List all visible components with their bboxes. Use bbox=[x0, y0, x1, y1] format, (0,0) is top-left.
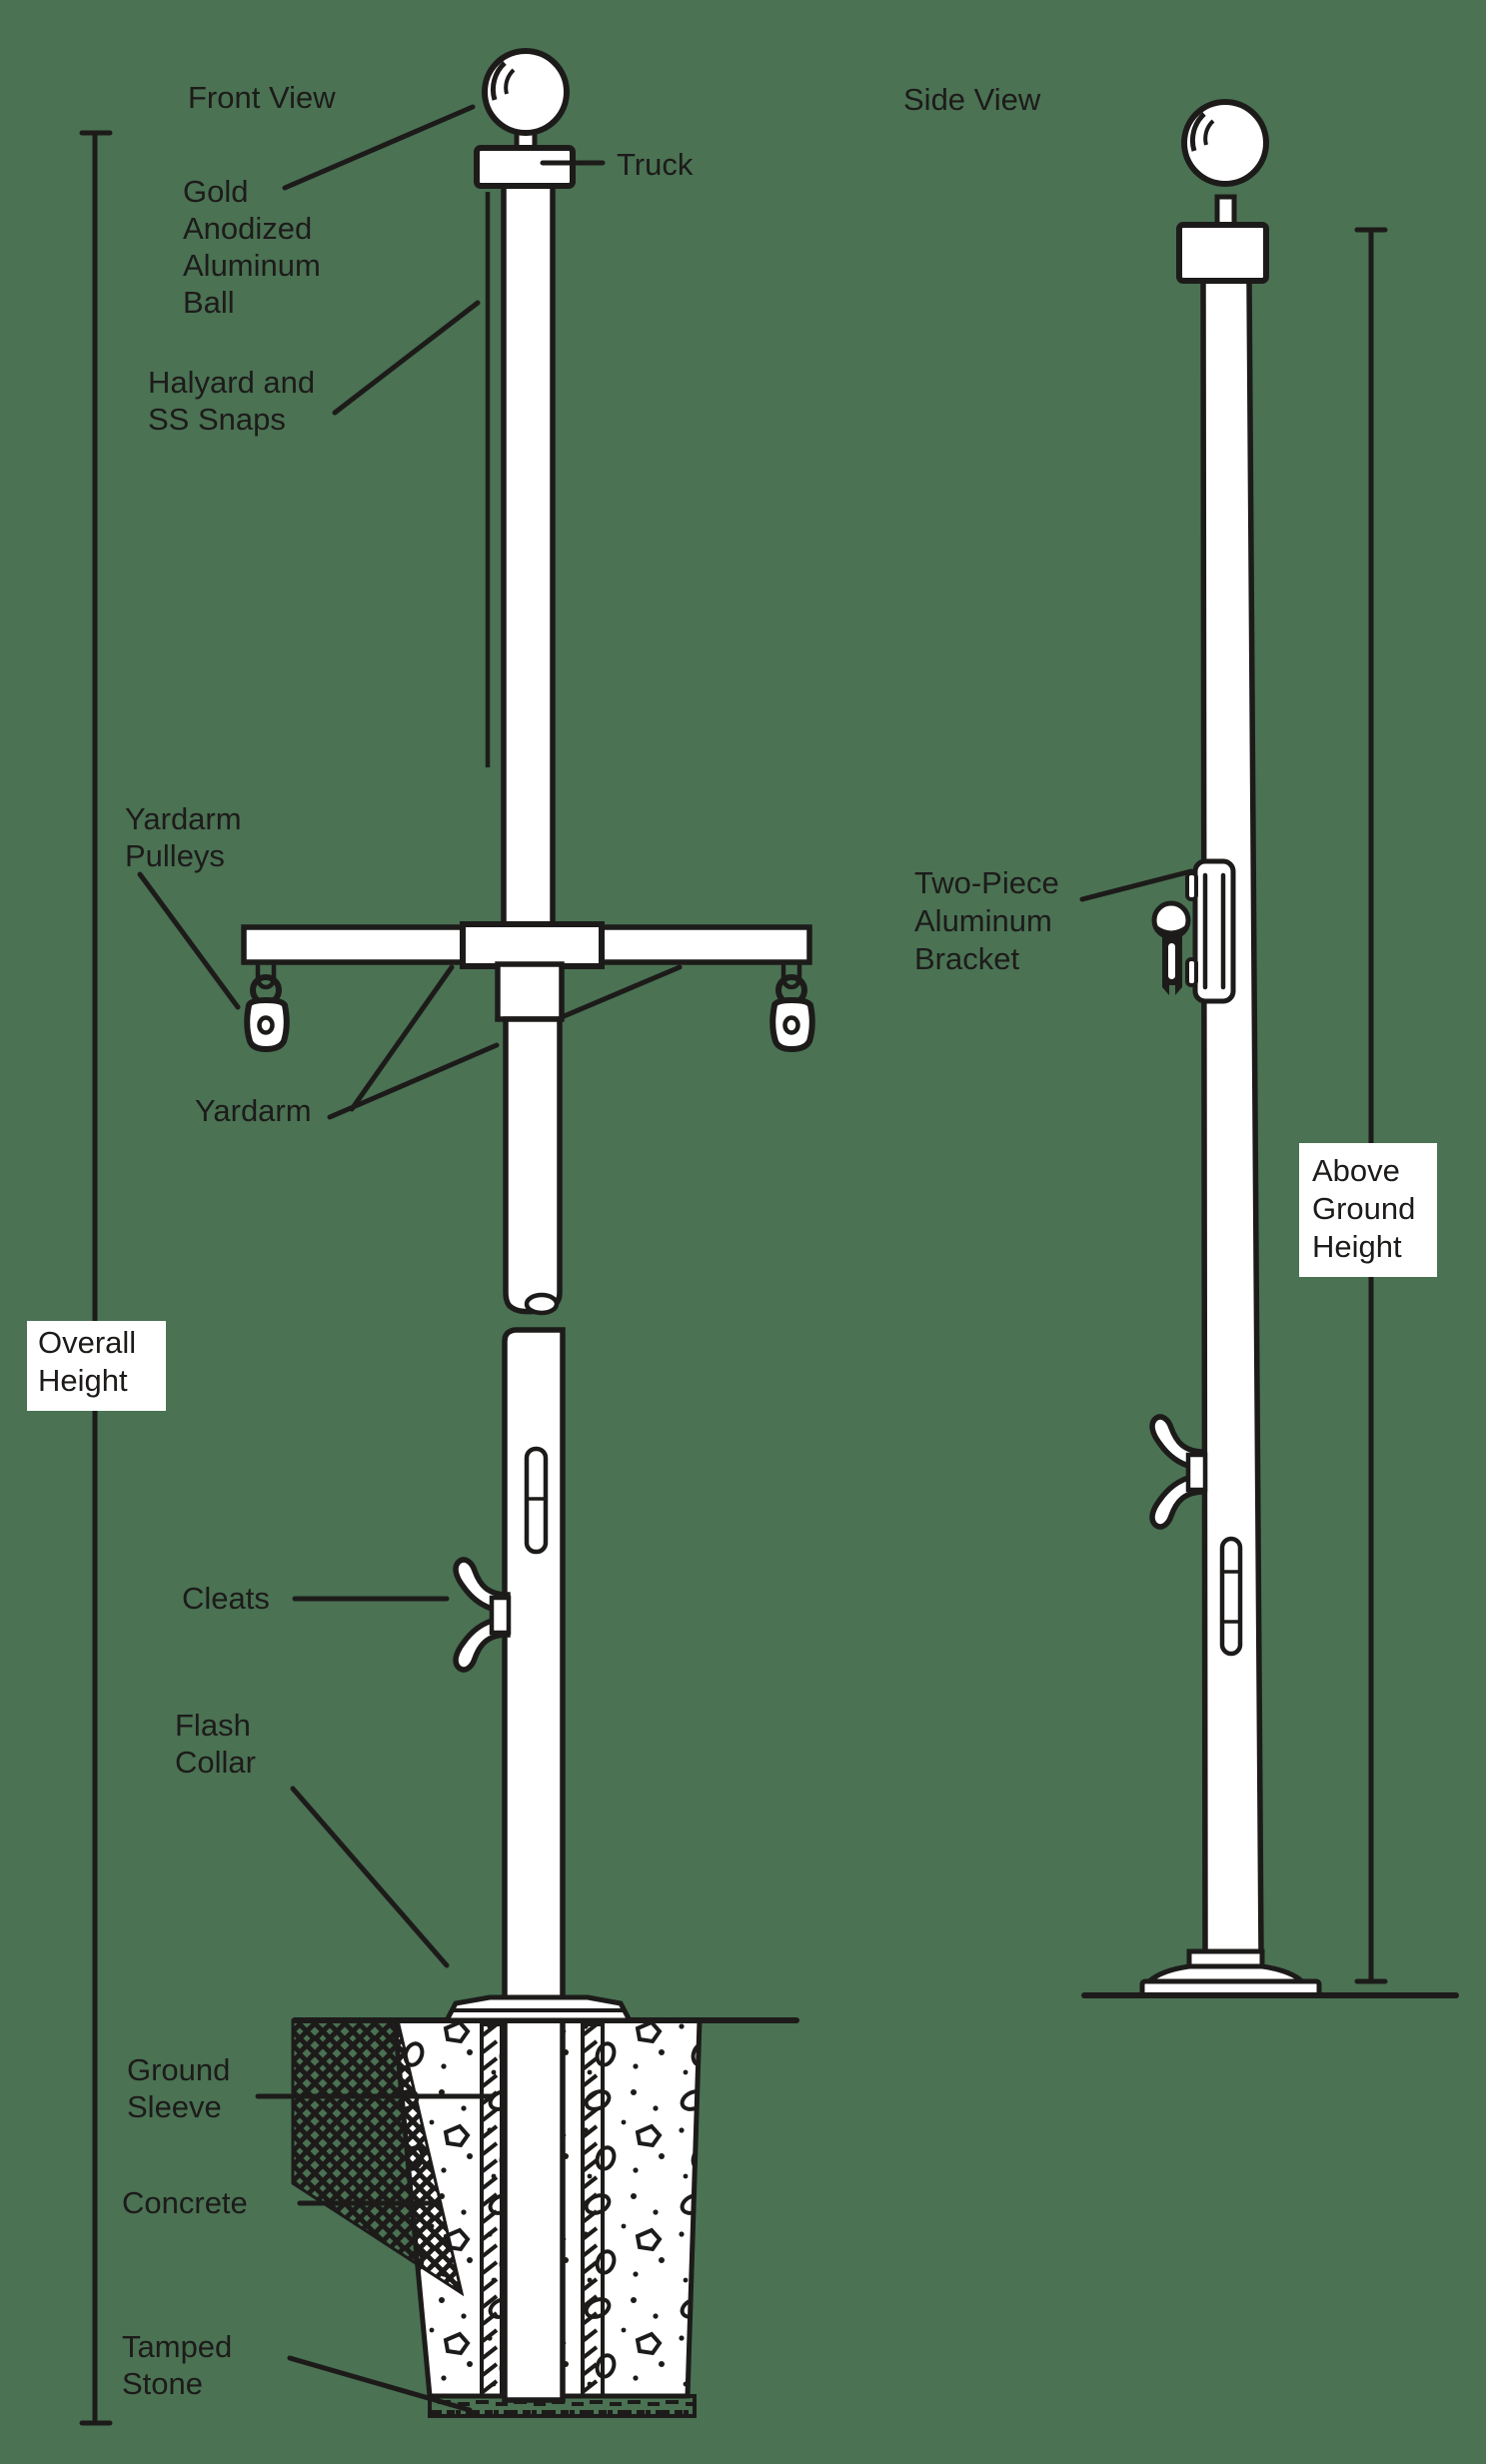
side-pole bbox=[1200, 278, 1264, 1958]
label-cleats: Cleats bbox=[182, 1581, 270, 1616]
front-truck bbox=[474, 145, 576, 189]
leader-yardarm-left bbox=[349, 964, 455, 1112]
front-pole-lower bbox=[502, 1327, 566, 2403]
flash-collar-shape bbox=[442, 1994, 635, 2023]
label-yardarm-pulleys-2: Pulleys bbox=[125, 838, 225, 873]
side-truck bbox=[1176, 222, 1269, 284]
yardarm-center-block bbox=[460, 921, 605, 969]
label-gold-ball-2: Anodized bbox=[183, 211, 312, 246]
leader-halyard bbox=[332, 300, 481, 416]
ground-sleeve-left bbox=[480, 2022, 504, 2398]
label-bracket-3: Bracket bbox=[914, 941, 1019, 976]
label-truck: Truck bbox=[617, 147, 694, 182]
two-piece-bracket bbox=[1185, 858, 1236, 1004]
front-view-title: Front View bbox=[188, 80, 336, 115]
label-above-ground-1: Above bbox=[1312, 1153, 1400, 1188]
pole-slot-front bbox=[524, 1446, 549, 1555]
label-tamped-stone-2: Stone bbox=[122, 2366, 203, 2401]
front-gold-ball bbox=[482, 48, 570, 136]
label-bracket-2: Aluminum bbox=[914, 903, 1052, 938]
leader-gold-ball bbox=[282, 104, 476, 191]
side-view bbox=[1081, 99, 1459, 1998]
label-yardarm: Yardarm bbox=[195, 1093, 312, 1128]
above-ground-height-box bbox=[1299, 1143, 1437, 1277]
front-view-labels: Front View Gold Anodized Aluminum Ball T… bbox=[38, 80, 694, 2401]
front-pole-upper bbox=[501, 182, 556, 932]
label-halyard-2: SS Snaps bbox=[148, 402, 286, 437]
side-cleat bbox=[1152, 1417, 1208, 1527]
snap-hook bbox=[1151, 900, 1191, 995]
label-ground-sleeve-2: Sleeve bbox=[127, 2089, 222, 2124]
yardarm-collar bbox=[495, 961, 565, 1022]
label-gold-ball-3: Aluminum bbox=[183, 248, 321, 283]
label-gold-ball-1: Gold bbox=[183, 174, 248, 209]
leader-bracket bbox=[1079, 868, 1194, 902]
side-view-labels: Side View Two-Piece Aluminum Bracket Abo… bbox=[903, 82, 1415, 1264]
label-gold-ball-4: Ball bbox=[183, 285, 235, 320]
label-tamped-stone-1: Tamped bbox=[122, 2329, 232, 2364]
side-gold-ball bbox=[1181, 99, 1269, 187]
front-view bbox=[241, 48, 815, 2418]
front-pole-middle bbox=[503, 1016, 563, 1315]
pole-break-end bbox=[524, 1292, 560, 1316]
side-view-title: Side View bbox=[903, 82, 1041, 117]
label-ground-sleeve-1: Ground bbox=[127, 2052, 230, 2087]
leader-yardarm-right-b bbox=[559, 964, 683, 1020]
label-above-ground-2: Ground bbox=[1312, 1191, 1415, 1226]
label-overall-height-1: Overall bbox=[38, 1325, 136, 1360]
label-concrete: Concrete bbox=[122, 2185, 248, 2220]
yardarm-pulley-right bbox=[769, 962, 815, 1053]
leader-yardarm-pulleys bbox=[137, 871, 241, 1010]
label-flash-collar-1: Flash bbox=[175, 1708, 251, 1743]
label-flash-collar-2: Collar bbox=[175, 1745, 256, 1780]
label-yardarm-pulleys-1: Yardarm bbox=[125, 801, 242, 836]
label-bracket-1: Two-Piece bbox=[914, 865, 1059, 900]
leader-flash-collar bbox=[290, 1786, 450, 1968]
label-halyard-1: Halyard and bbox=[148, 365, 315, 400]
leader-lines bbox=[137, 104, 1194, 2413]
label-above-ground-3: Height bbox=[1312, 1229, 1402, 1264]
leader-yardarm-right-a bbox=[327, 1042, 500, 1120]
above-ground-height-line bbox=[1354, 227, 1388, 1984]
leader-tamped-stone bbox=[287, 2355, 473, 2413]
ground-sleeve-right bbox=[581, 2022, 605, 2398]
yardarm-pulley-left bbox=[244, 962, 290, 1053]
label-overall-height-2: Height bbox=[38, 1363, 128, 1398]
front-cleat bbox=[456, 1560, 512, 1670]
overall-height-box bbox=[27, 1321, 166, 1411]
pole-slot-side bbox=[1219, 1536, 1243, 1657]
overall-height-line bbox=[79, 130, 113, 2426]
